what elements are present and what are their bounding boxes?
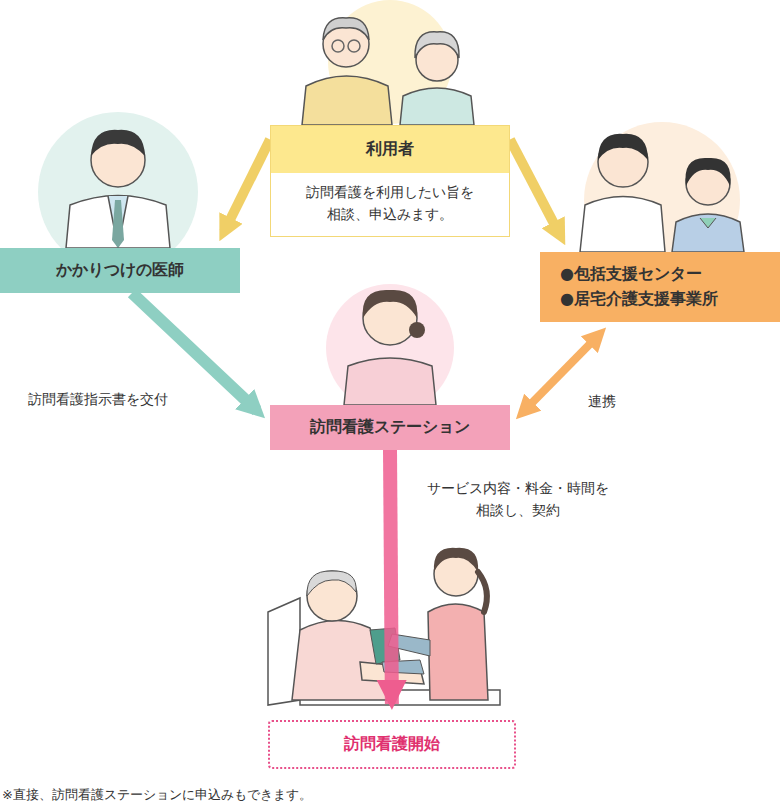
flow-arrow (390, 450, 392, 704)
box-heading: 利用者 (270, 125, 510, 173)
elderly-couple (302, 18, 474, 125)
footnote: ※直接、訪問看護ステーションに申込みもできます。 (2, 786, 312, 804)
nurse-figure (344, 290, 436, 405)
org-name: ●包括支援センター (560, 262, 702, 287)
backdrop-circle (326, 284, 454, 412)
box-body: 訪問看護を利用したい旨を 相談、申込みます。 (270, 173, 510, 237)
edge-label: 訪問看護指示書を交付 (26, 388, 170, 410)
goal-box-label: 訪問看護開始 (344, 734, 440, 755)
flow-arrow (224, 140, 270, 232)
user-box: 利用者訪問看護を利用したい旨を 相談、申込みます。 (270, 125, 510, 237)
process-box-label: かかりつけの医師 (56, 260, 184, 281)
start-box: 訪問看護開始 (268, 720, 516, 769)
edge-label: サービス内容・料金・時間を 相談し、契約 (418, 477, 618, 522)
agency-box: ●包括支援センター●居宅介護支援事業所 (540, 252, 780, 322)
doctor-figure (66, 130, 170, 248)
edge-label: 連携 (586, 390, 618, 412)
doctor-box: かかりつけの医師 (0, 248, 240, 293)
process-box-label: 訪問看護ステーション (310, 417, 470, 438)
station-box: 訪問看護ステーション (270, 405, 510, 450)
org-name: ●居宅介護支援事業所 (560, 287, 718, 312)
flow-arrow (510, 140, 560, 237)
care-staff-figures (580, 134, 744, 252)
